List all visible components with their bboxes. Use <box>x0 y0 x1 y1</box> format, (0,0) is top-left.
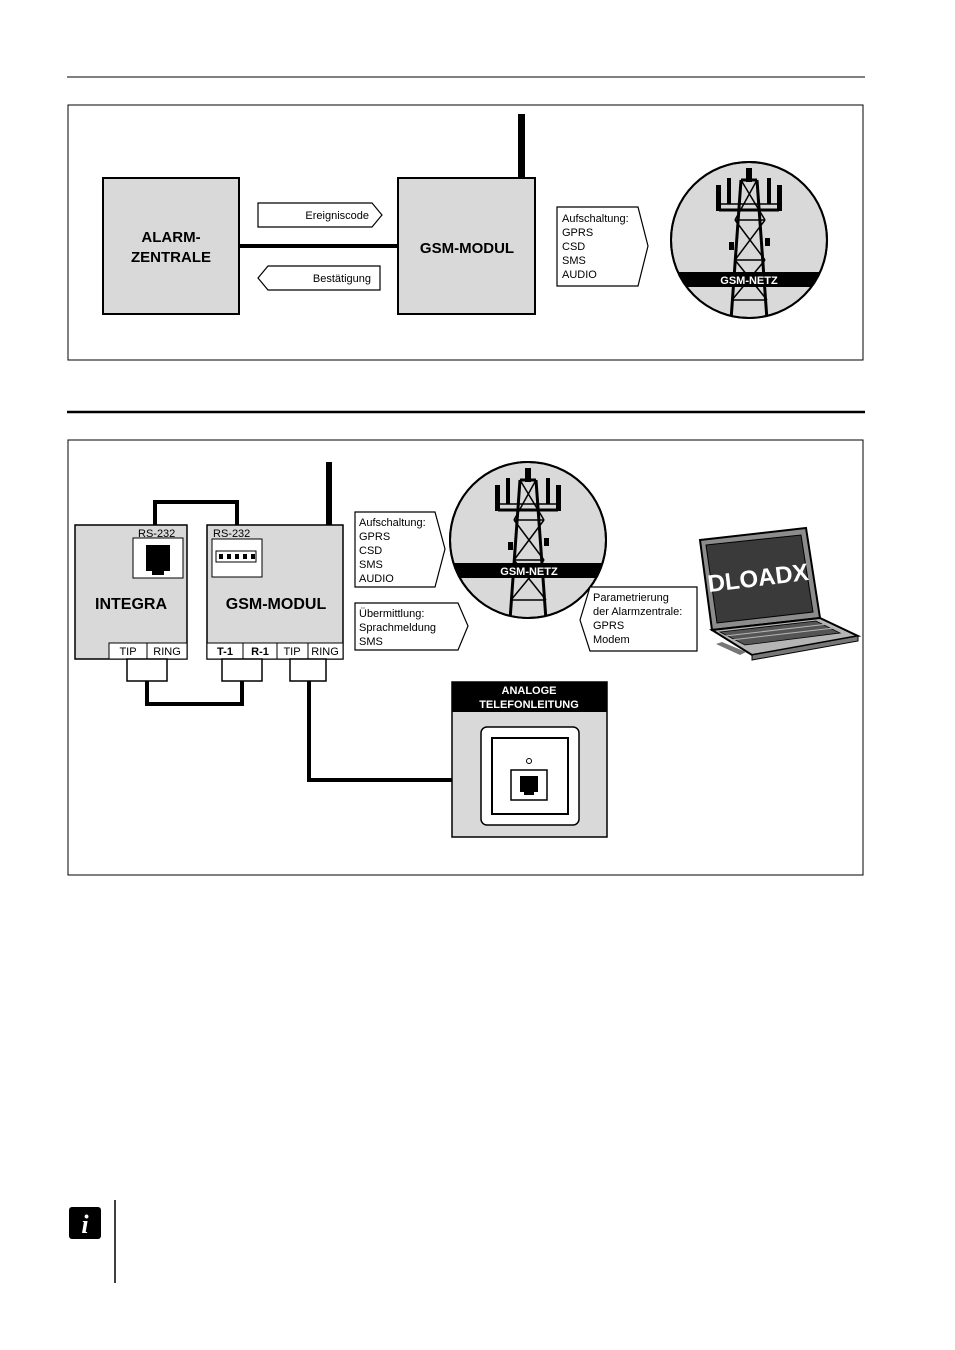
rs232-left-label: RS-232 <box>138 528 175 540</box>
terminal-label: R-1 <box>251 646 269 658</box>
connection-item: GPRS <box>359 531 390 543</box>
phone-line-title-1: ANALOGE <box>502 685 557 697</box>
info-icon-letter: i <box>81 1210 89 1239</box>
terminal-label: RING <box>153 646 181 658</box>
terminal-label: RING <box>311 646 339 658</box>
plug-icon <box>221 658 263 682</box>
phone-wire-internal <box>145 681 244 706</box>
transmission-title: Übermittlung: <box>359 608 424 620</box>
transmission-item: SMS <box>359 636 383 648</box>
param-line: GPRS <box>593 620 624 632</box>
connection-item: CSD <box>562 241 585 253</box>
phone-line-title-2: TELEFONLEITUNG <box>479 699 579 711</box>
connection-list-arrow-2 <box>354 511 446 588</box>
connection-item: SMS <box>562 255 586 267</box>
gsm-network-label-2: GSM-NETZ <box>500 566 558 578</box>
laptop-icon <box>698 526 862 661</box>
parametrisation-arrow <box>579 586 698 652</box>
event-code-arrow <box>257 202 383 228</box>
alarm-panel-box <box>102 177 240 315</box>
gsm-module-box <box>397 177 536 315</box>
gsm-tower-icon <box>670 161 828 319</box>
param-line: der Alarmzentrale: <box>593 606 682 618</box>
param-line: Parametrierung <box>593 592 669 604</box>
confirmation-arrow <box>257 265 381 291</box>
connection-title-2: Aufschaltung: <box>359 517 426 529</box>
transmission-arrow <box>354 602 469 651</box>
gsm-module-2-label: GSM-MODUL <box>226 596 327 613</box>
plug-icon <box>126 658 168 682</box>
alarm-panel-label-1: ALARM- <box>141 229 200 246</box>
phone-wire-external <box>307 681 452 782</box>
antenna-icon <box>326 462 332 525</box>
terminal-label: TIP <box>119 646 136 658</box>
integra-label: INTEGRA <box>95 596 167 613</box>
connection-item: CSD <box>359 545 382 557</box>
connection-item: SMS <box>359 559 383 571</box>
rs232-right-label: RS-232 <box>213 528 250 540</box>
diagram-1: ALARM- ZENTRALE Ereigniscode Bestätigung… <box>67 104 864 361</box>
gsm-network-label: GSM-NETZ <box>720 275 778 287</box>
gsm-tower-icon <box>449 461 607 619</box>
connection-item: AUDIO <box>359 573 394 585</box>
alarm-panel-label-2: ZENTRALE <box>131 249 211 266</box>
terminal-label: T-1 <box>217 646 233 658</box>
connection-title: Aufschaltung: <box>562 213 629 225</box>
param-line: Modem <box>593 634 630 646</box>
confirmation-label: Bestätigung <box>313 273 371 285</box>
transmission-item: Sprachmeldung <box>359 622 436 634</box>
connection-item: AUDIO <box>562 269 597 281</box>
info-icon <box>69 1200 116 1283</box>
event-code-label: Ereigniscode <box>305 210 369 222</box>
plug-icon <box>289 658 327 682</box>
gsm-module-label: GSM-MODUL <box>420 240 514 257</box>
rs232-cable <box>153 500 239 525</box>
diagram-2: INTEGRA RS-232 TIP RING GSM-MODUL RS-232… <box>67 439 864 876</box>
antenna-icon <box>518 114 525 178</box>
connection-list-arrow <box>556 206 649 287</box>
connection-item: GPRS <box>562 227 593 239</box>
terminal-label: TIP <box>283 646 300 658</box>
